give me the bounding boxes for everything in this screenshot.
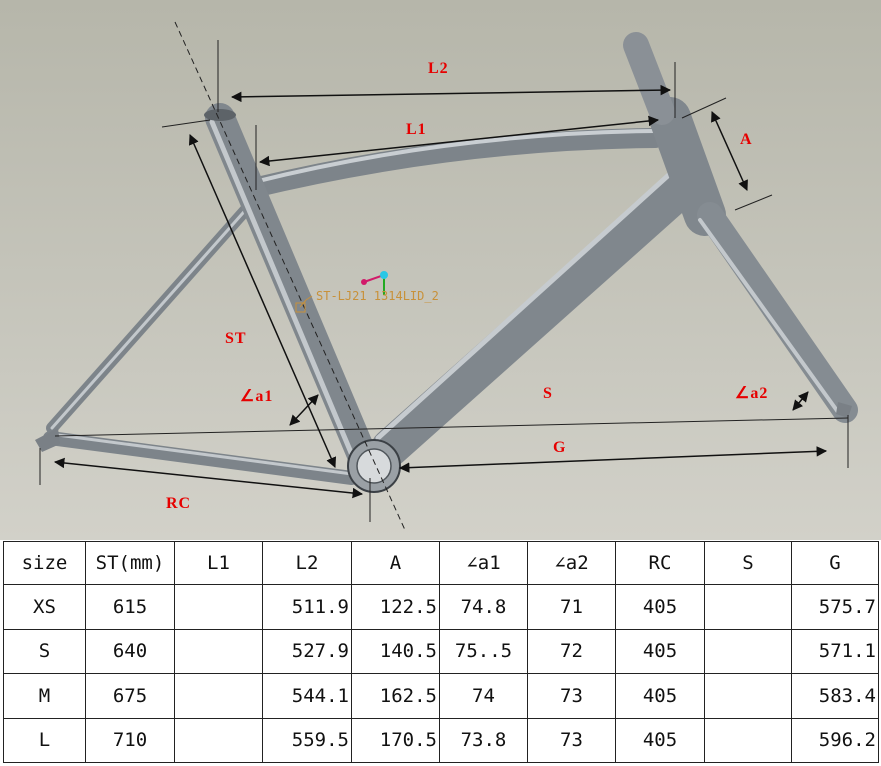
bike-frame-drawing: ST-LJ21 1314LID_2 <box>0 0 881 540</box>
table-cell: 596.2 <box>791 717 879 763</box>
label-L1: L1 <box>406 121 427 138</box>
column-header: L2 <box>262 541 352 585</box>
table-cell: 675 <box>85 673 175 719</box>
table-cell: 170.5 <box>351 717 440 763</box>
cad-annotation-text: ST-LJ21 1314LID_2 <box>316 289 439 303</box>
table-cell: 405 <box>615 584 705 630</box>
column-header: ∠a2 <box>527 541 616 585</box>
label-a1: ∠a1 <box>240 388 274 405</box>
down-tube <box>371 166 704 467</box>
head-tube <box>649 97 726 236</box>
label-ST: ST <box>225 330 247 347</box>
column-header: ST(mm) <box>85 541 175 585</box>
arrow-A <box>711 111 748 191</box>
table-cell <box>174 717 263 763</box>
frame-geometry-diagram: ST-LJ21 1314LID_2 L2 L1 A ST ∠a1 ∠a2 S G… <box>0 0 881 540</box>
table-cell <box>704 628 792 674</box>
column-header: size <box>3 541 86 585</box>
arrow-a2 <box>792 391 809 411</box>
arrow-RC <box>53 457 364 499</box>
dimension-arrows <box>53 84 828 499</box>
column-header: S <box>704 541 792 585</box>
label-RC: RC <box>166 495 192 512</box>
table-cell: 575.7 <box>791 584 879 630</box>
table-cell: 615 <box>85 584 175 630</box>
table-cell <box>704 717 792 763</box>
table-cell: 405 <box>615 673 705 719</box>
rear-dropout <box>35 428 60 452</box>
table-cell: 122.5 <box>351 584 440 630</box>
table-cell <box>174 584 263 630</box>
arrow-G <box>398 446 828 473</box>
table-cell: 73 <box>527 717 616 763</box>
table-cell: XS <box>3 584 86 630</box>
column-header: A <box>351 541 440 585</box>
table-cell: 162.5 <box>351 673 440 719</box>
table-cell: 640 <box>85 628 175 674</box>
label-S: S <box>543 385 553 402</box>
table-cell: 710 <box>85 717 175 763</box>
table-cell: 71 <box>527 584 616 630</box>
column-header: RC <box>615 541 705 585</box>
table-row: S 640 527.9 140.5 75..5 72 405 571.1 <box>3 628 879 674</box>
table-cell: 75..5 <box>439 628 528 674</box>
column-header: L1 <box>174 541 263 585</box>
table-cell <box>174 673 263 719</box>
seat-post-opening <box>204 109 236 121</box>
table-cell: M <box>3 673 86 719</box>
table-row: L 710 559.5 170.5 73.8 73 405 596.2 <box>3 717 879 763</box>
arrow-a1 <box>289 394 319 426</box>
column-header: ∠a1 <box>439 541 528 585</box>
table-cell: 527.9 <box>262 628 352 674</box>
table-cell: 544.1 <box>262 673 352 719</box>
label-L2: L2 <box>428 60 449 77</box>
table-cell: 571.1 <box>791 628 879 674</box>
table-cell: 73 <box>527 673 616 719</box>
label-G: G <box>553 439 567 456</box>
label-A: A <box>740 131 753 148</box>
table-cell <box>704 673 792 719</box>
table-row: XS 615 511.9 122.5 74.8 71 405 575.7 <box>3 584 879 630</box>
table-cell: 583.4 <box>791 673 879 719</box>
table-cell: 72 <box>527 628 616 674</box>
table-cell: 405 <box>615 717 705 763</box>
fork-dropout <box>836 402 852 418</box>
fork <box>697 202 858 423</box>
table-cell: 74 <box>439 673 528 719</box>
table-cell: 511.9 <box>262 584 352 630</box>
table-cell: L <box>3 717 86 763</box>
table-cell: 405 <box>615 628 705 674</box>
table-cell: 73.8 <box>439 717 528 763</box>
table-cell: 74.8 <box>439 584 528 630</box>
table-cell <box>704 584 792 630</box>
table-row: M 675 544.1 162.5 74 73 405 583.4 <box>3 673 879 719</box>
table-header-row: size ST(mm) L1 L2 A ∠a1 ∠a2 RC S G <box>3 541 879 585</box>
column-header: G <box>791 541 879 585</box>
arrow-L2 <box>230 84 672 103</box>
table-cell: S <box>3 628 86 674</box>
label-a2: ∠a2 <box>735 385 769 402</box>
table-cell: 140.5 <box>351 628 440 674</box>
cad-annotation: ST-LJ21 1314LID_2 <box>295 271 439 313</box>
table-cell: 559.5 <box>262 717 352 763</box>
geometry-table: size ST(mm) L1 L2 A ∠a1 ∠a2 RC S G XS 61… <box>3 541 879 763</box>
table-cell <box>174 628 263 674</box>
